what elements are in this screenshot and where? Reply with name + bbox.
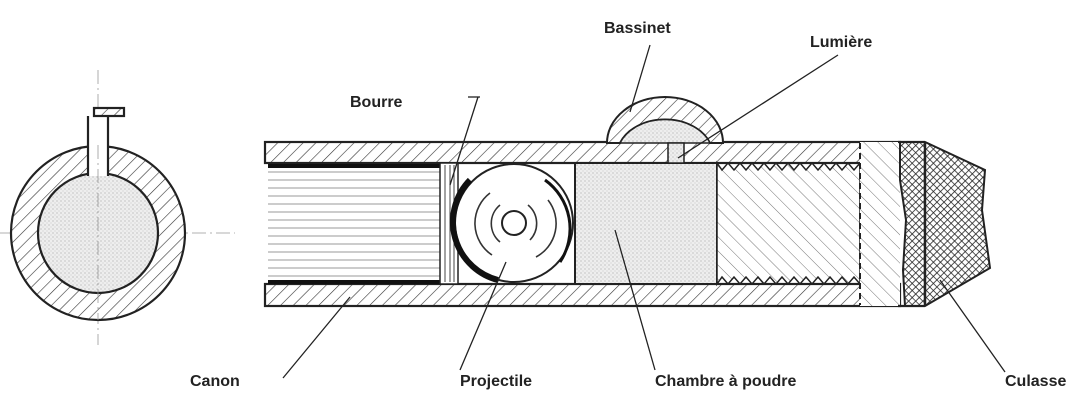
label-canon: Canon [190,373,240,390]
leader-lines [282,44,1006,379]
projectile-ball [450,163,574,283]
label-lumiere: Lumière [810,34,872,51]
lumiere-touch-hole [667,142,685,164]
label-projectile: Projectile [460,373,532,390]
label-culasse: Culasse [1005,373,1066,390]
bore-shading [268,165,440,283]
barrel-cross-section [0,70,235,345]
bassinet-pan [605,96,725,164]
label-bassinet: Bassinet [604,20,671,37]
label-bourre: Bourre [350,94,403,111]
powder-chamber [574,162,718,285]
culasse [898,140,992,308]
breech-plug [716,142,900,306]
label-chambre-a-poudre: Chambre à poudre [655,373,796,390]
